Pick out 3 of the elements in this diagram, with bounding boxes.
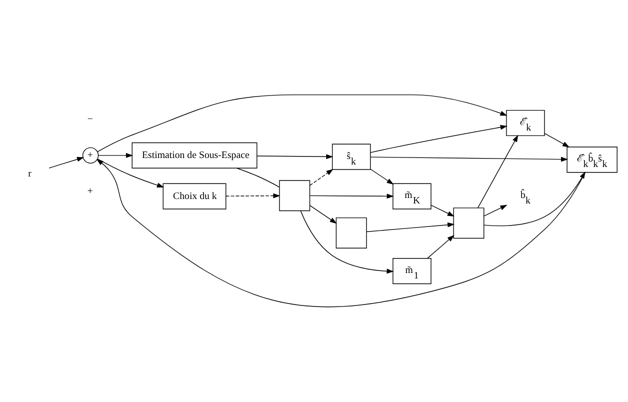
node-text: r bbox=[28, 168, 32, 180]
label: − bbox=[87, 114, 93, 126]
label: + bbox=[87, 186, 93, 197]
